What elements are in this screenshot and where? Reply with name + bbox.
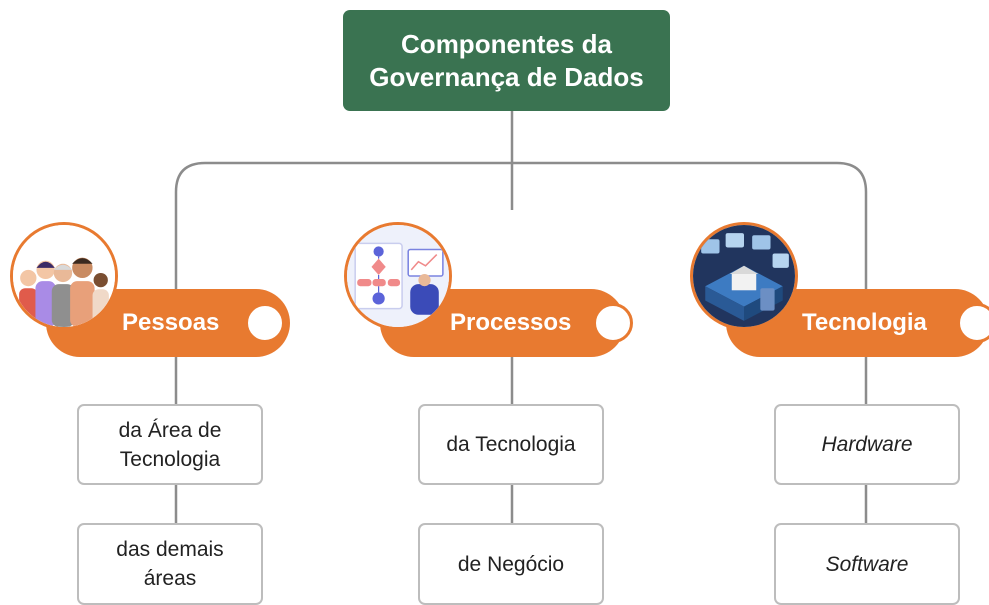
item-box: da Área de Tecnologia xyxy=(77,404,263,485)
category-label: Pessoas xyxy=(122,309,220,336)
item-box: da Tecnologia xyxy=(418,404,604,485)
flowchart-icon xyxy=(344,222,452,330)
pill-knob xyxy=(245,303,285,343)
pill-knob xyxy=(957,303,989,343)
people-group-icon xyxy=(10,222,118,330)
item-line-1: de Negócio xyxy=(457,552,565,576)
item-line-2: Tecnologia xyxy=(119,447,221,471)
item-line-1: Hardware xyxy=(821,433,913,456)
title-line-1: Componentes da xyxy=(401,28,612,59)
item-box: das demais áreas xyxy=(77,523,263,605)
smart-building-icon xyxy=(690,222,798,330)
item-box: Software xyxy=(774,523,960,605)
diagram-title: Componentes da Governança de Dados xyxy=(343,10,670,111)
category-label: Processos xyxy=(450,309,572,336)
pill-knob xyxy=(593,303,633,343)
category-label: Tecnologia xyxy=(802,309,927,336)
item-line-1: da Tecnologia xyxy=(446,433,576,456)
item-box: de Negócio xyxy=(418,523,604,605)
item-line-1: Software xyxy=(825,552,909,576)
title-line-2: Governança de Dados xyxy=(369,61,644,92)
item-box: Hardware xyxy=(774,404,960,485)
item-line-1: da Área de xyxy=(118,418,222,442)
item-line-1: das demais xyxy=(116,538,224,561)
item-line-2: áreas xyxy=(143,567,197,590)
